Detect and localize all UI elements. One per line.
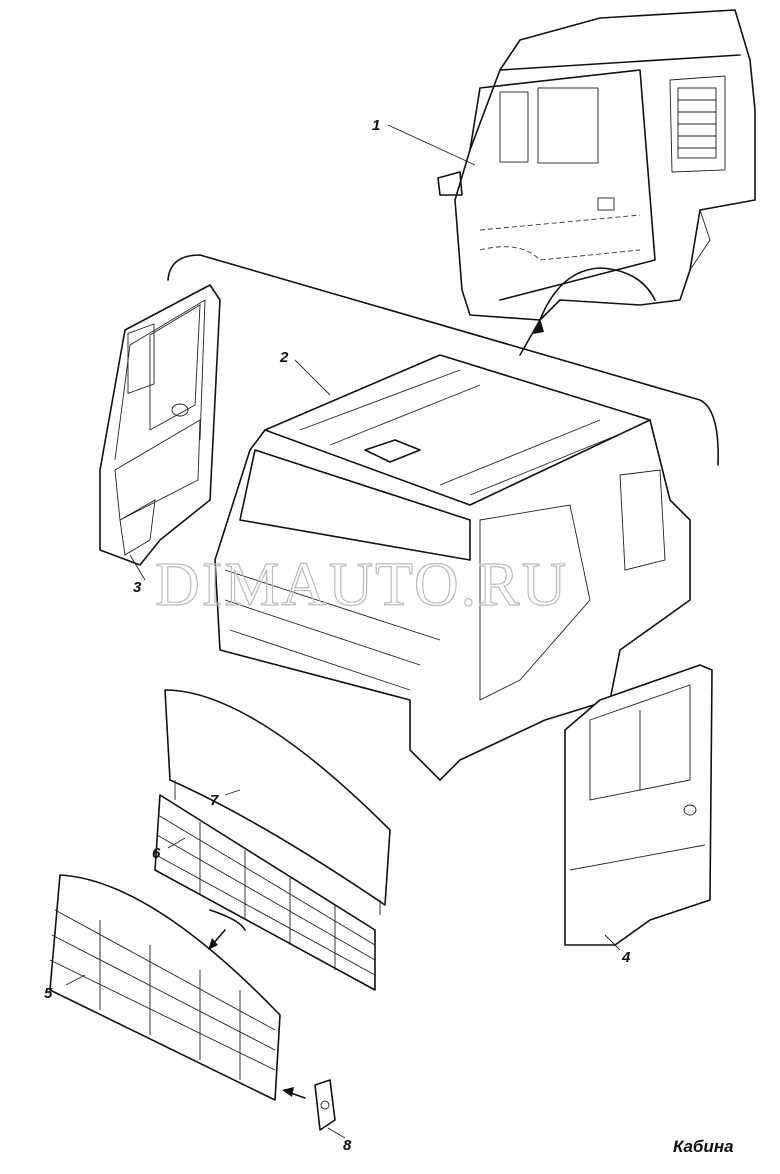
callout-6: 6 bbox=[152, 845, 161, 862]
part-4-right-door bbox=[564, 664, 713, 946]
watermark: DIMAUTO.RU bbox=[155, 551, 568, 619]
part-5-lower-panel bbox=[49, 874, 281, 1101]
part-1-assembled-cab bbox=[437, 9, 756, 321]
callout-8: 8 bbox=[343, 1137, 352, 1154]
part-6-grille bbox=[154, 794, 376, 991]
callout-7: 7 bbox=[210, 792, 219, 809]
callout-5: 5 bbox=[44, 985, 53, 1002]
part-3-left-door bbox=[99, 284, 221, 566]
callout-1: 1 bbox=[372, 117, 380, 134]
diagram-caption: Кабина bbox=[673, 1137, 734, 1156]
callout-3: 3 bbox=[133, 579, 142, 596]
leader-lines bbox=[65, 124, 621, 1139]
part-7-front-panel bbox=[164, 689, 391, 915]
arrow-up-icon bbox=[533, 318, 544, 334]
part-2-cab-shell bbox=[214, 354, 691, 781]
arrow-down-icon bbox=[208, 938, 218, 950]
part-8-bracket bbox=[282, 1079, 336, 1131]
callout-4: 4 bbox=[621, 949, 631, 966]
callout-2: 2 bbox=[279, 349, 289, 366]
assembly-bracket bbox=[167, 254, 719, 466]
arrow-left-icon bbox=[282, 1087, 294, 1097]
